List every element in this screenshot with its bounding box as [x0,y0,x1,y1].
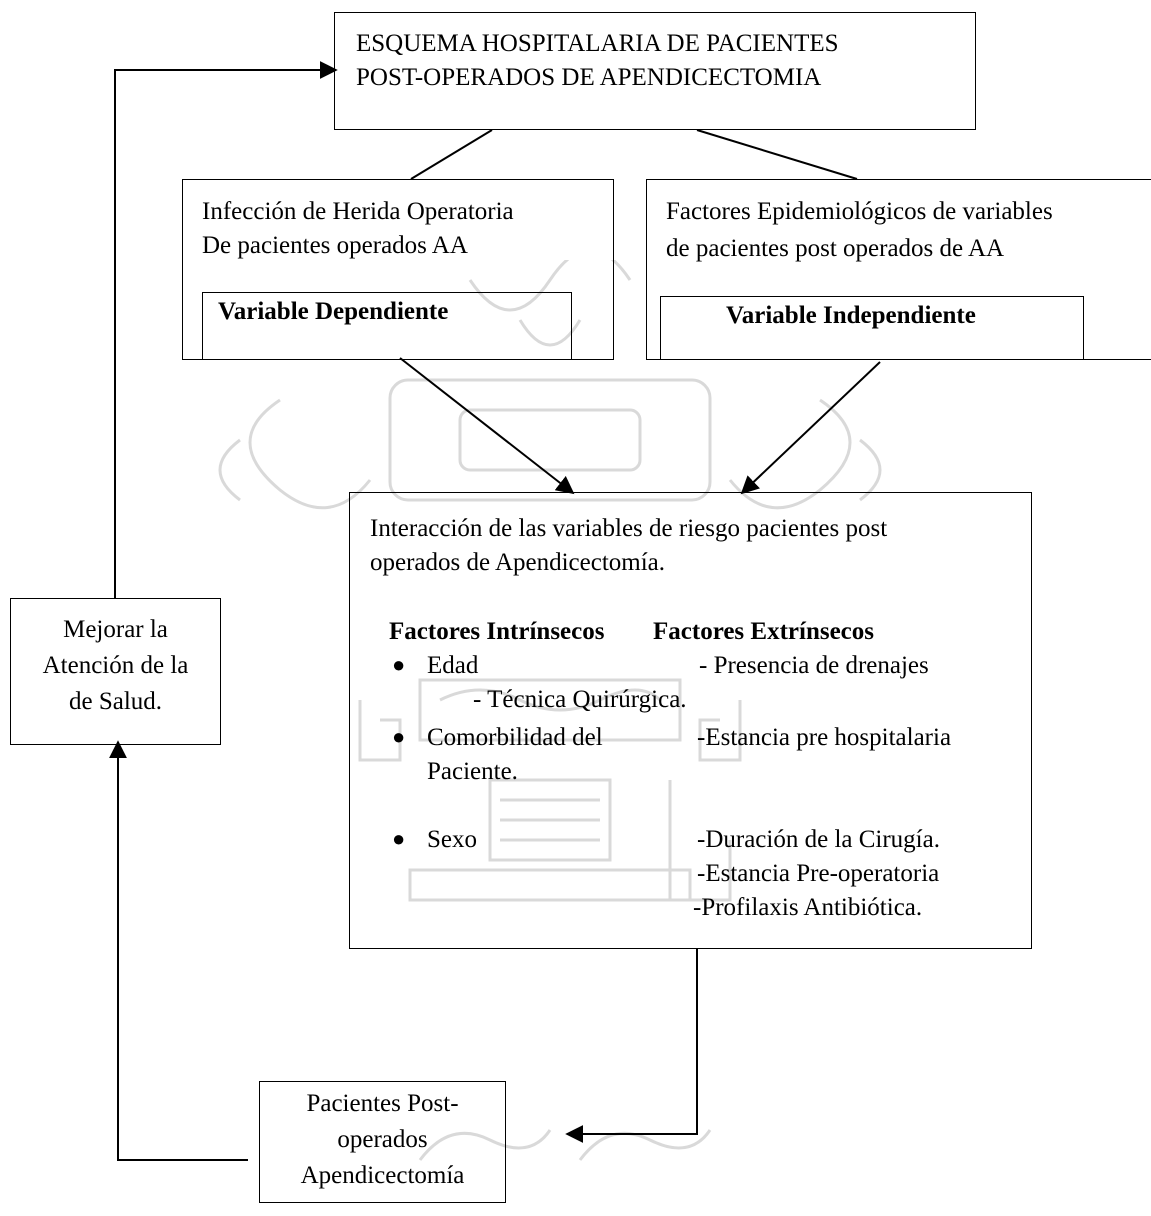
watermark-emblem [218,260,882,1161]
extrinsic-item: - Presencia de drenajes [699,652,929,679]
dependent-line-1: Infección de Herida Operatoria [202,198,514,225]
interaction-to-bottom-arrow [565,949,698,1143]
interaction-box [349,492,1032,949]
independent-line-2: de pacientes post operados de AA [666,235,1005,262]
title-line-1: ESQUEMA HOSPITALARIA DE PACIENTES [356,30,839,57]
independent-variable-label-box [660,296,1084,360]
title-line-2: POST-OPERADOS DE APENDICECTOMIA [356,64,822,91]
improve-care-box [10,598,221,745]
title-to-left-line [410,129,493,180]
patients-line-1: Pacientes Post- [306,1090,459,1117]
extrinsic-item: -Estancia pre hospitalaria [697,724,952,751]
side-to-title-arrow [114,61,338,598]
extrinsic-header: Factores Extrínsecos [653,618,875,645]
improve-care-line-1: Mejorar la [63,616,168,643]
independent-variable-label: Variable Independiente [726,302,976,329]
improve-care-line-2: Atención de la [42,652,189,679]
improve-care-line-3: de Salud. [68,688,163,715]
patients-box [259,1081,506,1203]
extrinsic-item: -Estancia Pre-operatoria [697,860,940,887]
interaction-line-1: Interacción de las variables de riesgo p… [370,515,888,542]
bullet-comorbilidad: ● [392,724,406,749]
extrinsic-item: -Profilaxis Antibiótica. [693,894,923,921]
left-to-interaction-arrow [399,357,575,495]
patients-line-3: Apendicectomía [300,1162,465,1189]
independent-line-1: Factores Epidemiológicos de variables [666,198,1053,225]
interaction-line-2: operados de Apendicectomía. [370,549,666,576]
intrinsic-header: Factores Intrínsecos [389,618,605,645]
dependent-variable-label: Variable Dependiente [218,298,449,325]
intrinsic-item: Comorbilidad del [427,724,603,751]
intrinsic-item: Paciente. [427,758,518,785]
patients-line-2: operados [337,1126,428,1153]
right-to-interaction-arrow [740,361,881,495]
extrinsic-item: -Duración de la Cirugía. [697,826,940,853]
dependent-variable-label-box [202,292,572,360]
title-to-right-line [696,129,858,180]
intrinsic-item: Edad [427,652,479,679]
extrinsic-item: - Técnica Quirúrgica. [473,686,687,713]
dependent-line-2: De pacientes operados AA [202,232,468,259]
bullet-sexo: ● [392,826,406,851]
bottom-to-side-arrow [109,740,248,1161]
intrinsic-item: Sexo [427,826,477,853]
bullet-edad: ● [392,652,406,677]
title-box [334,12,976,130]
